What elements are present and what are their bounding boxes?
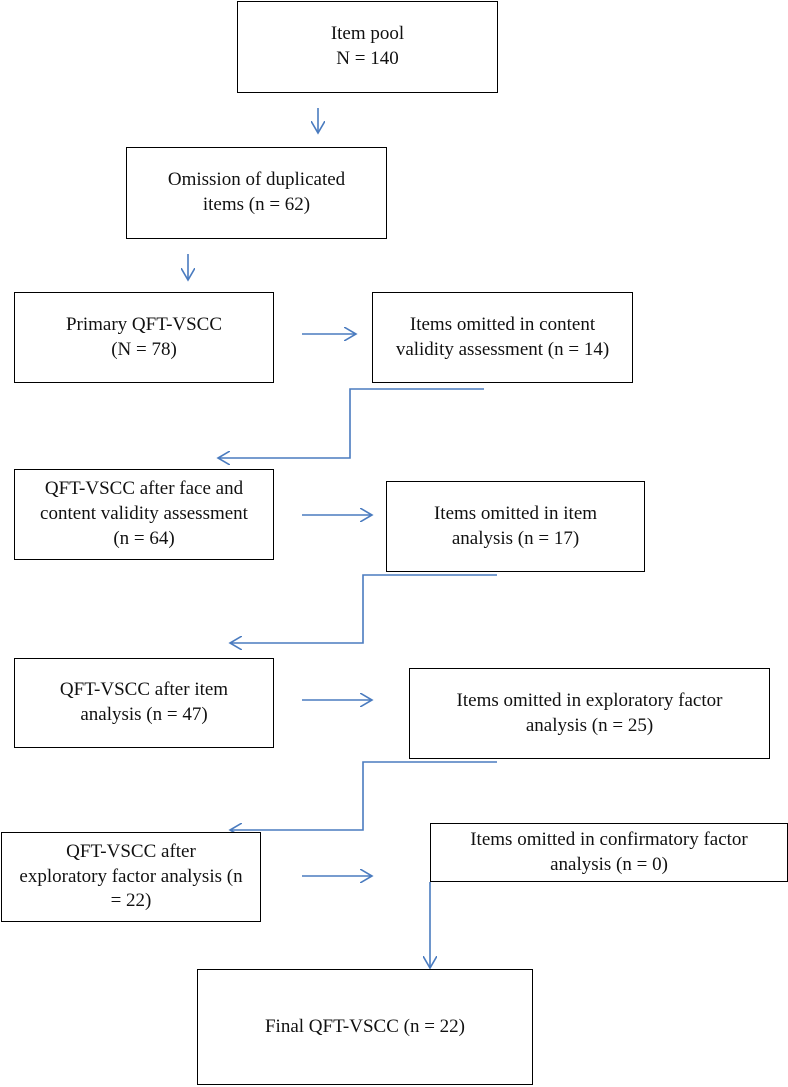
omitted-content-line2: validity assessment (n = 14) (395, 338, 610, 360)
omitted-item-analysis-box: Items omitted in item analysis (n = 17) (386, 481, 645, 572)
connector-content-to-face (218, 388, 484, 458)
omitted-content-line1: Items omitted in content (409, 313, 596, 335)
primary-line1: Primary QFT-VSCC (65, 313, 223, 335)
after-item-line2: analysis (n = 47) (80, 704, 208, 725)
omission-duplicated-line1: Omission of duplicated (167, 169, 346, 191)
omitted-item-line2: analysis (n = 17) (451, 527, 580, 549)
connector-efa-to-after-efa (230, 761, 497, 830)
omitted-efa-box: Items omitted in exploratory factor anal… (409, 668, 770, 759)
item-pool-line1: Item pool (330, 23, 405, 45)
after-face-content-box: QFT-VSCC after face and content validity… (14, 469, 274, 560)
omitted-item-line1: Items omitted in item (433, 502, 598, 524)
after-face-content-line3: (n = 64) (113, 527, 175, 549)
after-face-content-line1: QFT-VSCC after face and (44, 478, 244, 500)
primary-line2: (N = 78) (111, 338, 177, 360)
final-line1: Final QFT-VSCC (n = 22) (264, 1015, 466, 1037)
after-item-line1: QFT-VSCC after item (59, 679, 229, 701)
after-efa-box: QFT-VSCC after exploratory factor analys… (1, 832, 261, 922)
item-pool-box: Item pool N = 140 (237, 1, 498, 93)
omitted-cfa-line2: analysis (n = 0) (550, 853, 668, 875)
after-efa-line3: = 22) (110, 890, 152, 912)
omission-duplicated-line2: items (n = 62) (202, 194, 311, 215)
final-qft-vscc-box: Final QFT-VSCC (n = 22) (197, 969, 533, 1085)
omission-duplicated-box: Omission of duplicated items (n = 62) (126, 147, 387, 239)
after-item-analysis-box: QFT-VSCC after item analysis (n = 47) (14, 658, 274, 748)
omitted-content-validity-box: Items omitted in content validity assess… (372, 292, 633, 383)
omitted-cfa-box: Items omitted in confirmatory factor ana… (430, 823, 788, 882)
after-efa-line1: QFT-VSCC after (66, 840, 196, 862)
item-pool-line2: N = 140 (336, 48, 399, 69)
connector-item-to-after-item (230, 574, 497, 643)
omitted-cfa-line1: Items omitted in confirmatory factor (470, 828, 748, 850)
after-efa-line2: exploratory factor analysis (n (19, 865, 243, 887)
primary-qft-vscc-box: Primary QFT-VSCC (N = 78) (14, 292, 274, 383)
omitted-efa-line2: analysis (n = 25) (525, 714, 654, 736)
after-face-content-line2: content validity assessment (40, 503, 248, 525)
omitted-efa-line1: Items omitted in exploratory factor (456, 689, 723, 711)
